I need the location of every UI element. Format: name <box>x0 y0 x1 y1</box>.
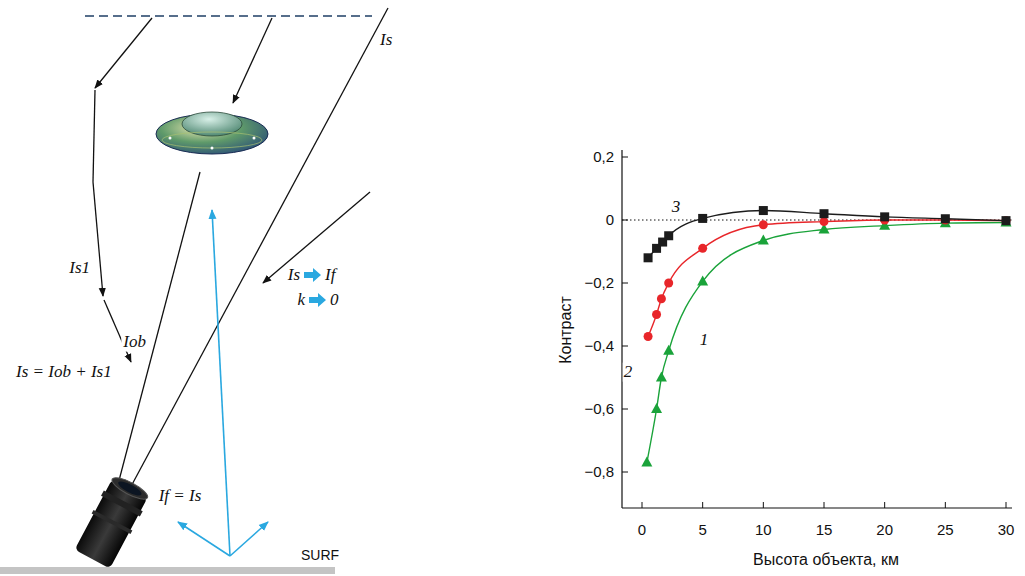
tick-label: −0,4 <box>584 338 614 355</box>
tick-mark <box>824 502 825 508</box>
data-curve <box>648 220 1006 337</box>
data-marker <box>820 209 829 218</box>
data-marker <box>651 403 662 413</box>
ray-label: If <box>323 266 337 285</box>
ray <box>95 18 152 88</box>
surface <box>0 567 335 574</box>
data-marker <box>1002 216 1011 225</box>
tick-label: 0 <box>606 212 614 229</box>
data-marker <box>758 234 769 244</box>
ray <box>93 90 95 182</box>
tick-label: 15 <box>816 522 833 539</box>
tick-mark <box>642 502 643 508</box>
tick-label: 5 <box>698 522 706 539</box>
tick-mark <box>702 502 703 508</box>
tick-mark <box>622 157 628 158</box>
boundary-line <box>85 15 372 17</box>
tick-mark <box>945 502 946 508</box>
axis-title: Контраст <box>557 296 575 364</box>
equation: If = Is <box>157 487 204 506</box>
tick-mark <box>763 502 764 508</box>
reflected-ray <box>212 210 230 556</box>
data-marker <box>664 231 673 240</box>
ray-label: Is <box>378 31 394 50</box>
data-marker <box>1001 217 1012 227</box>
reflected-ray <box>178 522 230 556</box>
data-marker <box>698 214 707 223</box>
curve-number: 1 <box>699 331 710 350</box>
data-marker <box>697 275 708 285</box>
tick-mark <box>1006 502 1007 508</box>
ray <box>263 192 370 283</box>
data-marker <box>641 457 652 467</box>
ray-label: Is <box>286 266 302 285</box>
curve-number: 3 <box>671 198 682 217</box>
equation: Is = Iob + Is1 <box>14 363 114 382</box>
tick-mark <box>884 502 885 508</box>
tick-label: 25 <box>937 522 954 539</box>
data-marker <box>644 253 653 262</box>
tick-mark <box>622 283 628 284</box>
reflected-ray <box>230 522 268 556</box>
ray <box>128 8 388 492</box>
ray <box>104 300 131 362</box>
tick-mark <box>622 220 628 221</box>
data-marker <box>759 220 768 229</box>
data-marker <box>698 244 707 253</box>
ufo-object <box>156 112 268 154</box>
data-marker <box>656 372 667 382</box>
ray-label: Iob <box>121 333 148 352</box>
ray <box>93 182 103 296</box>
tick-label: 20 <box>876 522 893 539</box>
data-marker <box>941 214 950 223</box>
camera <box>73 473 152 570</box>
tick-label: −0,6 <box>584 401 614 418</box>
coefficient: k <box>295 291 307 310</box>
ray-label: Is1 <box>67 259 92 278</box>
tick-label: 30 <box>998 522 1015 539</box>
data-marker <box>652 310 661 319</box>
tick-label: −0,2 <box>584 275 614 292</box>
axis-title: Высота объекта, км <box>753 551 899 569</box>
data-marker <box>644 332 653 341</box>
data-marker <box>664 279 673 288</box>
tick-mark <box>622 346 628 347</box>
tick-mark <box>622 409 628 410</box>
tick-label: −0,8 <box>584 464 614 481</box>
tick-mark <box>622 472 628 473</box>
tick-label: 10 <box>755 522 772 539</box>
ray <box>116 172 200 492</box>
coefficient: 0 <box>328 291 341 310</box>
tick-label: 0 <box>638 522 646 539</box>
curve-number: 2 <box>623 363 634 382</box>
data-marker <box>1002 216 1011 225</box>
tick-label: 0,2 <box>593 149 614 166</box>
data-curve <box>647 223 1006 463</box>
data-marker <box>820 217 829 226</box>
x-axis <box>622 507 1012 508</box>
surface-label: SURF <box>301 548 339 563</box>
data-marker <box>657 294 666 303</box>
y-axis <box>621 150 622 508</box>
data-marker <box>880 212 889 221</box>
data-marker <box>759 206 768 215</box>
ray <box>233 18 272 103</box>
data-marker <box>663 345 674 355</box>
